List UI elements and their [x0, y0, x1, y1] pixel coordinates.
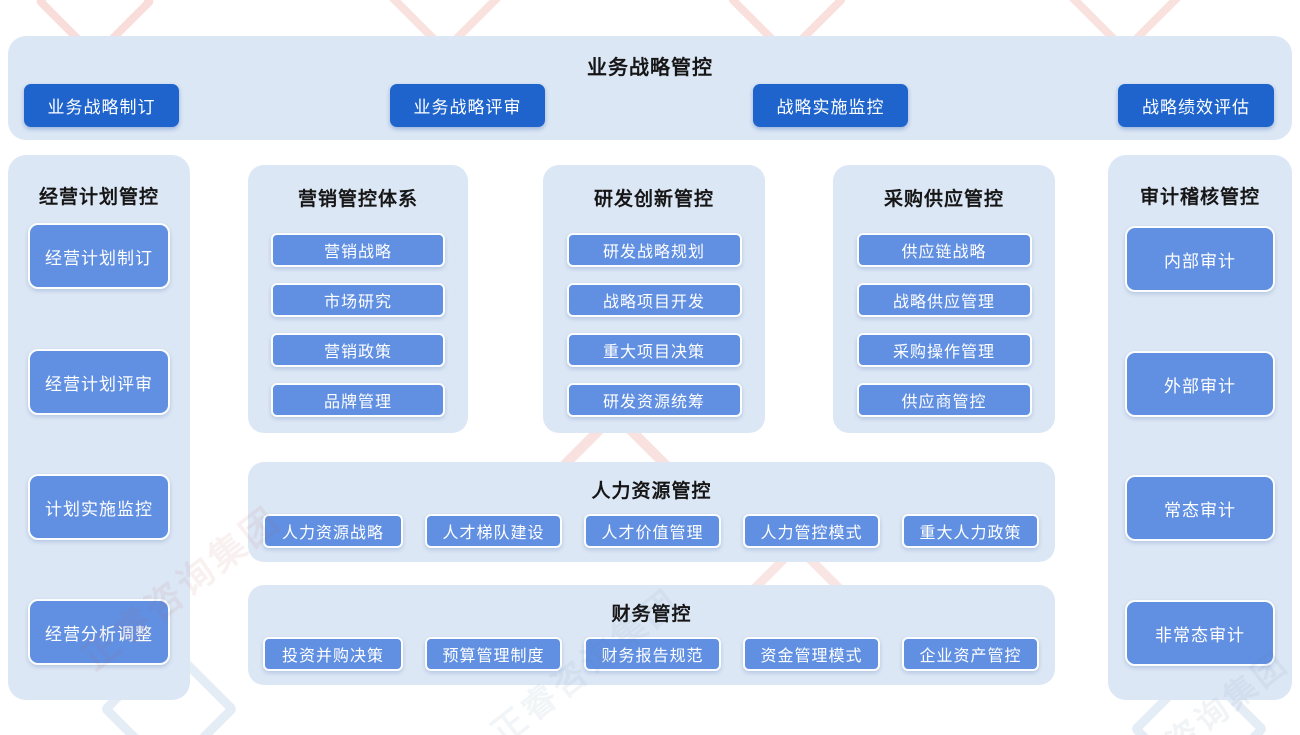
- diagram-node-strategic-supply-management: 战略供应管理: [856, 283, 1032, 317]
- node-list: 研发战略规划 战略项目开发 重大项目决策 研发资源统筹: [543, 233, 765, 417]
- diagram-node-marketing-policy: 营销政策: [271, 333, 445, 367]
- node-list: 人力资源战略 人才梯队建设 人才价值管理 人力管控模式 重大人力政策: [263, 514, 1039, 548]
- diagram-node-strategy-review: 业务战略评审: [390, 84, 545, 127]
- diagram-node-plan-formulation: 经营计划制订: [28, 223, 170, 289]
- diagram-node-supply-chain-strategy: 供应链战略: [856, 233, 1032, 267]
- diagram-node-brand-management: 品牌管理: [271, 383, 445, 417]
- diagram-node-strategic-project-development: 战略项目开发: [566, 283, 742, 317]
- panel-title: 营销管控体系: [297, 189, 418, 210]
- panel-business-strategy: 业务战略管控 业务战略制订 业务战略评审 战略实施监控 战略绩效评估: [8, 36, 1292, 140]
- diagram-node-strategy-performance-evaluation: 战略绩效评估: [1118, 84, 1274, 127]
- diagram-node-investment-ma-decision: 投资并购决策: [263, 637, 403, 671]
- diagram-node-budget-management-system: 预算管理制度: [425, 637, 562, 671]
- node-list: 营销战略 市场研究 营销政策 品牌管理: [248, 233, 468, 417]
- diagram-node-market-research: 市场研究: [271, 283, 445, 317]
- diagram-node-rnd-resource-coordination: 研发资源统筹: [566, 383, 742, 417]
- panel-title: 研发创新管控: [593, 189, 714, 210]
- diagram-node-operating-analysis-adjustment: 经营分析调整: [28, 599, 170, 665]
- diagram-node-external-audit: 外部审计: [1125, 351, 1275, 417]
- diagram-node-rnd-strategy-planning: 研发战略规划: [566, 233, 742, 267]
- diagram-node-major-project-decision: 重大项目决策: [566, 333, 742, 367]
- diagram-node-internal-audit: 内部审计: [1125, 226, 1275, 292]
- panel-operations: 经营计划管控 经营计划制订 经营计划评审 计划实施监控 经营分析调整: [8, 155, 190, 700]
- panel-title: 财务管控: [611, 604, 692, 625]
- diagram-node-fund-management-model: 资金管理模式: [743, 637, 880, 671]
- panel-procurement: 采购供应管控 供应链战略 战略供应管理 采购操作管理 供应商管控: [833, 165, 1055, 433]
- diagram-node-hr-control-model: 人力管控模式: [743, 514, 880, 548]
- diagram-node-procurement-operation-management: 采购操作管理: [856, 333, 1032, 367]
- diagram-node-strategy-implementation-monitoring: 战略实施监控: [753, 84, 908, 127]
- diagram-node-hr-strategy: 人力资源战略: [263, 514, 403, 548]
- panel-rnd: 研发创新管控 研发战略规划 战略项目开发 重大项目决策 研发资源统筹: [543, 165, 765, 433]
- diagram-node-plan-review: 经营计划评审: [28, 349, 170, 415]
- diagram-node-talent-pipeline: 人才梯队建设: [425, 514, 562, 548]
- diagram-node-routine-audit: 常态审计: [1125, 475, 1275, 541]
- panel-finance: 财务管控 投资并购决策 预算管理制度 财务报告规范 资金管理模式 企业资产管控: [248, 585, 1055, 685]
- panel-marketing: 营销管控体系 营销战略 市场研究 营销政策 品牌管理: [248, 165, 468, 433]
- diagram-node-plan-monitoring: 计划实施监控: [28, 474, 170, 540]
- panel-title: 人力资源管控: [591, 481, 712, 502]
- diagram-node-major-hr-policy: 重大人力政策: [902, 514, 1039, 548]
- diagram-node-non-routine-audit: 非常态审计: [1125, 600, 1275, 666]
- panel-title: 业务战略管控: [587, 57, 713, 79]
- diagram-node-talent-value-management: 人才价值管理: [584, 514, 721, 548]
- panel-title: 审计稽核管控: [1139, 187, 1260, 208]
- node-list: 供应链战略 战略供应管理 采购操作管理 供应商管控: [833, 233, 1055, 417]
- panel-title: 经营计划管控: [38, 187, 159, 208]
- panel-hr: 人力资源管控 人力资源战略 人才梯队建设 人才价值管理 人力管控模式 重大人力政…: [248, 462, 1055, 562]
- diagram-node-enterprise-asset-control: 企业资产管控: [902, 637, 1039, 671]
- diagram-node-financial-reporting-standards: 财务报告规范: [584, 637, 721, 671]
- panel-audit: 审计稽核管控 内部审计 外部审计 常态审计 非常态审计: [1108, 155, 1292, 700]
- diagram-node-supplier-control: 供应商管控: [856, 383, 1032, 417]
- panel-title: 采购供应管控: [883, 189, 1004, 210]
- node-list: 投资并购决策 预算管理制度 财务报告规范 资金管理模式 企业资产管控: [263, 637, 1039, 671]
- diagram-node-strategy-formulation: 业务战略制订: [24, 84, 179, 127]
- diagram-node-marketing-strategy: 营销战略: [271, 233, 445, 267]
